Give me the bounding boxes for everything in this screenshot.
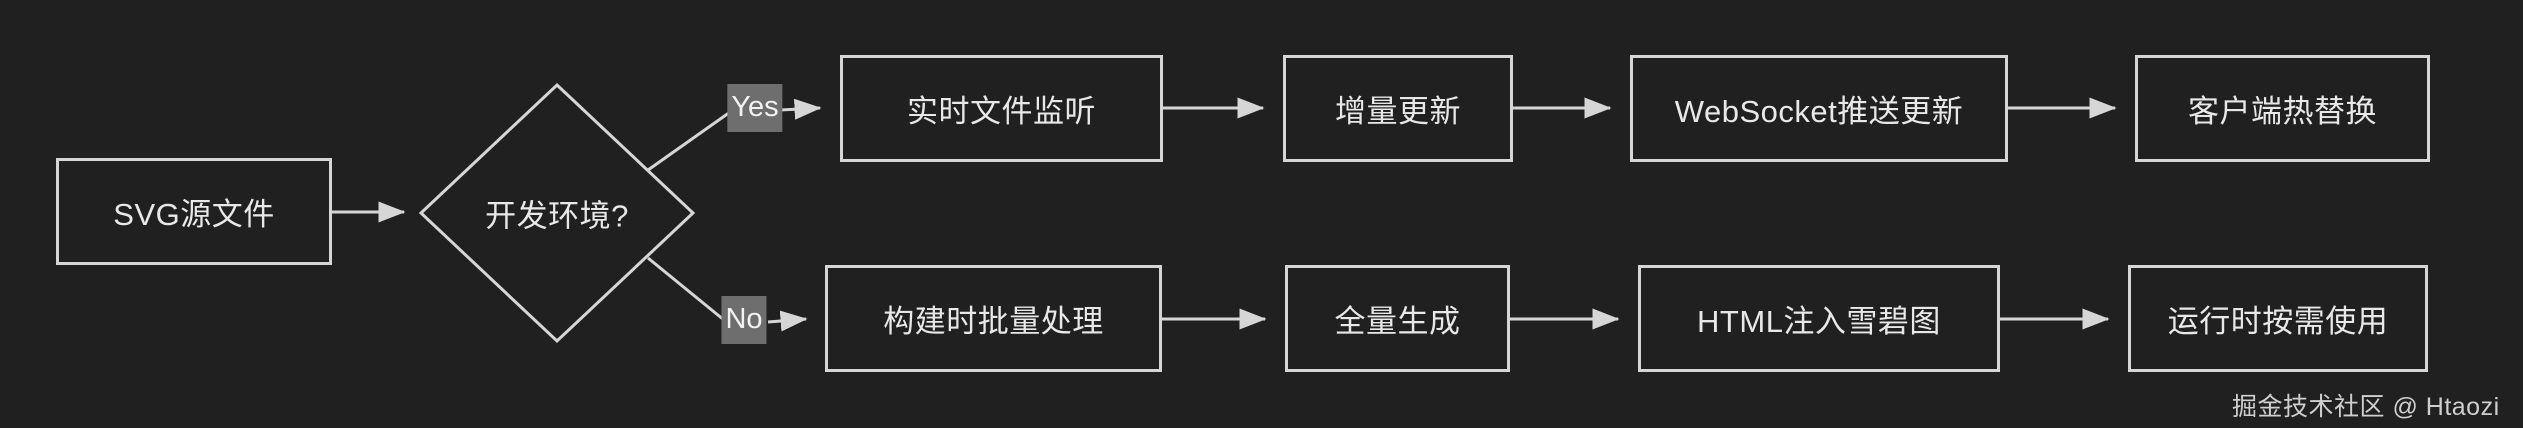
node-full-generation[interactable]: 全量生成 (1285, 265, 1510, 372)
node-client-hot-replace-label: 客户端热替换 (2188, 94, 2377, 129)
node-html-inject-sprite-label: HTML注入雪碧图 (1697, 304, 1941, 339)
node-websocket-push-update-label: WebSocket推送更新 (1674, 94, 1964, 129)
node-client-hot-replace[interactable]: 客户端热替换 (2135, 55, 2430, 162)
node-full-generation-label: 全量生成 (1334, 304, 1461, 339)
node-realtime-file-watch-label: 实时文件监听 (907, 94, 1096, 129)
edge-label-yes: Yes (727, 84, 783, 132)
node-websocket-push-update[interactable]: WebSocket推送更新 (1630, 55, 2008, 162)
watermark-text: 掘金技术社区 @ Htaozi (2232, 393, 2500, 421)
node-incremental-update-label: 增量更新 (1335, 94, 1461, 129)
connector-decision-to-no (647, 256, 725, 322)
edge-label-no: No (721, 296, 767, 344)
node-dev-environment-label: 开发环境? (485, 198, 629, 234)
node-realtime-file-watch[interactable]: 实时文件监听 (840, 55, 1163, 162)
node-svg-source[interactable]: SVG源文件 (56, 158, 332, 265)
node-build-time-batch[interactable]: 构建时批量处理 (825, 265, 1162, 372)
decision-diamond-shape[interactable] (418, 82, 696, 344)
connector-decision-to-yes (647, 108, 734, 172)
node-build-time-batch-label: 构建时批量处理 (883, 304, 1104, 339)
connector-no-to-buildtime (767, 310, 808, 332)
node-svg-source-label: SVG源文件 (113, 197, 275, 232)
node-incremental-update[interactable]: 增量更新 (1283, 55, 1513, 162)
connector-yes-to-realtime (779, 98, 822, 120)
node-html-inject-sprite[interactable]: HTML注入雪碧图 (1638, 265, 2000, 372)
node-runtime-on-demand-label: 运行时按需使用 (2167, 304, 2389, 339)
node-runtime-on-demand[interactable]: 运行时按需使用 (2128, 265, 2428, 372)
